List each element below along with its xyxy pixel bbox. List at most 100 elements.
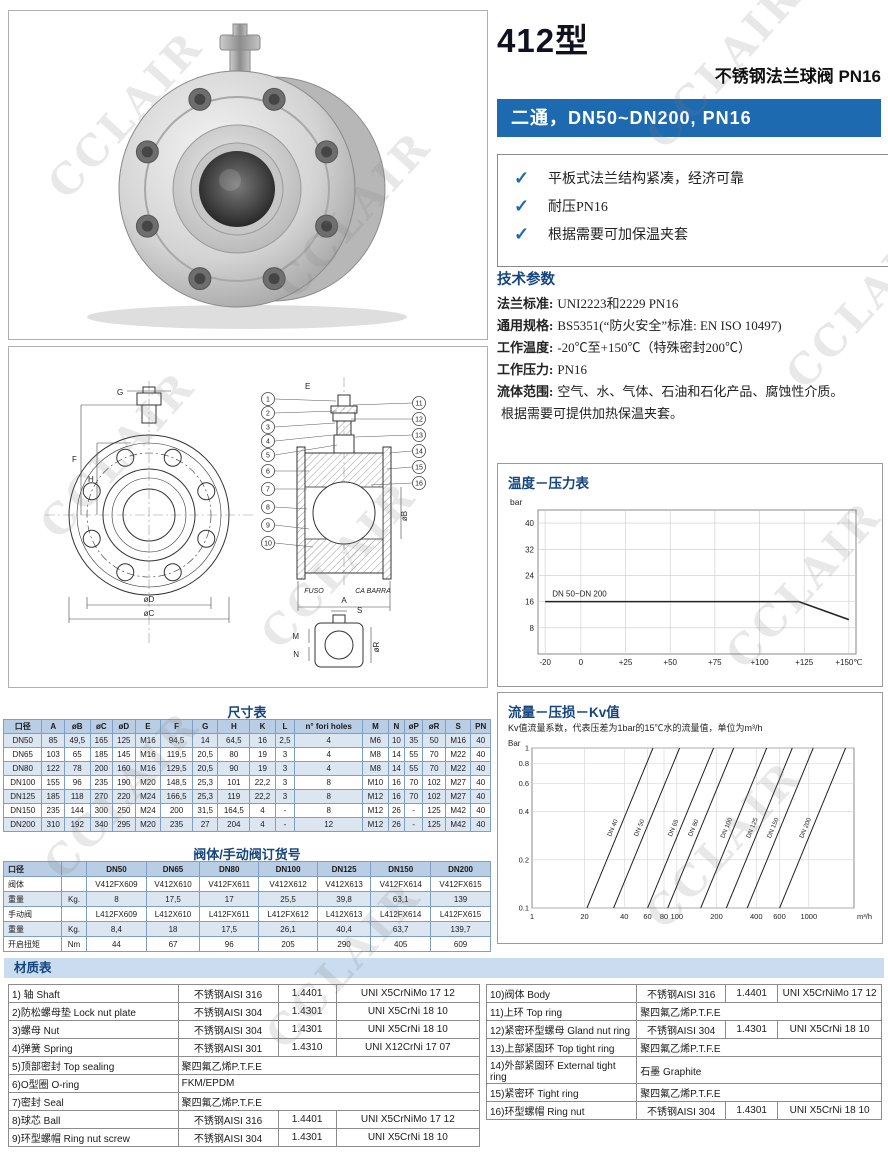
table-cell: 14 bbox=[191, 733, 219, 748]
table-cell: 165 bbox=[89, 733, 114, 748]
table-cell: DN100 bbox=[258, 861, 318, 877]
svg-text:+150℃: +150℃ bbox=[835, 658, 862, 667]
table-cell: 55 bbox=[404, 747, 424, 762]
table-cell: 70 bbox=[422, 747, 446, 762]
table-cell: M42 bbox=[444, 817, 472, 832]
tech-item: 通用规格:BS5351(“防火安全”标准: EN ISO 10497) bbox=[497, 318, 782, 333]
svg-text:DN 65: DN 65 bbox=[667, 818, 680, 838]
svg-text:DN 100: DN 100 bbox=[720, 816, 735, 839]
section-view bbox=[296, 377, 402, 611]
svg-text:m³/h: m³/h bbox=[857, 912, 872, 921]
tech-item: 流体范围:空气、水、气体、石油和石化产品、腐蚀性介质。 bbox=[497, 384, 844, 399]
table-cell: 50 bbox=[422, 733, 446, 748]
table-cell: 2,5 bbox=[274, 733, 296, 748]
table-cell: 49,5 bbox=[63, 733, 91, 748]
svg-text:200: 200 bbox=[710, 912, 723, 921]
table-cell: 192 bbox=[63, 817, 91, 832]
svg-text:DN 40: DN 40 bbox=[606, 818, 619, 838]
table-cell: 8 bbox=[294, 789, 364, 804]
table-cell: 40 bbox=[470, 733, 491, 748]
table-cell: 40 bbox=[470, 761, 491, 776]
table-cell: 70 bbox=[404, 775, 424, 790]
table-cell: L412FX612 bbox=[258, 906, 318, 922]
svg-text:+25: +25 bbox=[619, 658, 633, 667]
svg-text:9: 9 bbox=[266, 523, 270, 530]
table-cell: 4 bbox=[294, 747, 364, 762]
svg-text:32: 32 bbox=[525, 545, 534, 554]
svg-text:1: 1 bbox=[266, 397, 270, 404]
table-cell: L412FX615 bbox=[430, 906, 491, 922]
table-cell: 8 bbox=[86, 891, 147, 907]
svg-text:13: 13 bbox=[415, 433, 423, 440]
svg-text:14: 14 bbox=[415, 449, 423, 456]
feature-text: 根据需要可加保温夹套 bbox=[548, 228, 688, 243]
label-fuso: FUSO bbox=[304, 588, 324, 595]
check-icon: ✓ bbox=[514, 195, 530, 216]
flange-bolts bbox=[135, 87, 339, 291]
svg-text:1: 1 bbox=[525, 744, 529, 753]
table-cell: DN100 bbox=[2, 775, 43, 790]
table-cell: M22 bbox=[444, 761, 472, 776]
svg-text:8: 8 bbox=[530, 624, 535, 633]
table-cell: V412FX614 bbox=[370, 876, 432, 892]
feature-text: 耐压PN16 bbox=[548, 200, 608, 215]
table-cell: 190 bbox=[112, 775, 136, 790]
table-cell: M22 bbox=[444, 747, 472, 762]
table-cell: 139,7 bbox=[430, 921, 491, 937]
table-cell: 67 bbox=[145, 936, 201, 952]
tech-item: 法兰标准:UNI2223和2229 PN16 bbox=[497, 296, 679, 311]
table-cell: 63,7 bbox=[370, 921, 432, 937]
technical-drawing-box: øD øC F H G E bbox=[8, 346, 488, 688]
table-cell: DN150 bbox=[2, 803, 43, 818]
table-cell: L412FX609 bbox=[86, 906, 147, 922]
table-cell: 55 bbox=[404, 761, 424, 776]
features-list: ✓平板式法兰结构紧凑，经济可靠✓耐压PN16✓根据需要可加保温夹套 bbox=[514, 164, 888, 248]
table-cell: 40 bbox=[470, 803, 491, 818]
column-header: N bbox=[387, 719, 406, 734]
tech-item: 根据需要可提供加热保温夹套。 bbox=[501, 406, 684, 421]
column-header: F bbox=[160, 719, 193, 734]
page-subtitle: 不锈钢法兰球阀 PN16 bbox=[714, 67, 881, 86]
table-cell: 39,8 bbox=[316, 891, 372, 907]
dim-label-e: E bbox=[305, 382, 310, 391]
table-cell: 96 bbox=[63, 775, 91, 790]
svg-text:15: 15 bbox=[415, 465, 423, 472]
table-cell: 25,3 bbox=[191, 789, 219, 804]
svg-text:0.4: 0.4 bbox=[519, 807, 529, 816]
svg-text:+125: +125 bbox=[795, 658, 814, 667]
table-cell: 64,5 bbox=[217, 733, 251, 748]
table-cell: 4 bbox=[294, 761, 364, 776]
svg-text:20: 20 bbox=[580, 912, 588, 921]
table-cell: - bbox=[404, 803, 424, 818]
svg-text:DN 50: DN 50 bbox=[633, 818, 646, 838]
svg-text:DN 200: DN 200 bbox=[798, 816, 813, 839]
table-cell: M24 bbox=[134, 803, 162, 818]
table-cell: 200 bbox=[160, 803, 193, 818]
title-block: 412型 不锈钢法兰球阀 PN16 二通，DN50~DN200, PN16 bbox=[497, 14, 881, 137]
table-cell: 19 bbox=[249, 761, 276, 776]
svg-text:DN 80: DN 80 bbox=[687, 818, 700, 838]
table-cell: 119,5 bbox=[160, 747, 193, 762]
table-cell: 78 bbox=[63, 761, 91, 776]
svg-text:0.1: 0.1 bbox=[519, 904, 529, 913]
table-cell: M20 bbox=[134, 817, 162, 832]
tech-list: 法兰标准:UNI2223和2229 PN16 通用规格:BS5351(“防火安全”… bbox=[497, 293, 881, 425]
svg-text:40: 40 bbox=[525, 519, 534, 528]
